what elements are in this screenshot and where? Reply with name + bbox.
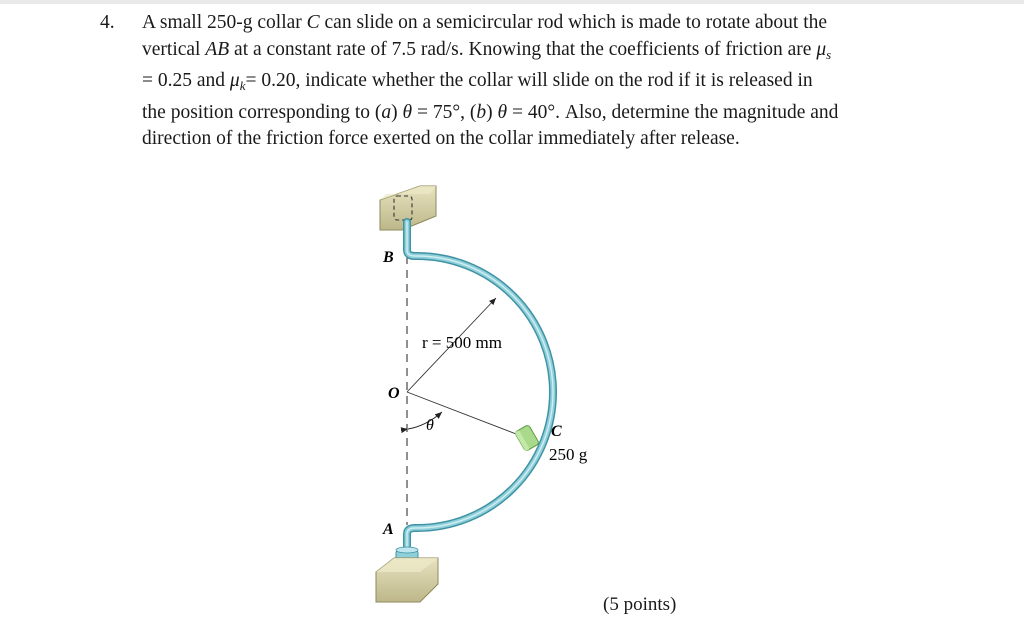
text-run: at a constant rate of 7.5 rad/s. Knowing… — [229, 38, 817, 60]
label-c: C — [551, 423, 562, 440]
label-b: B — [382, 249, 394, 266]
text-run: = 0.25 and — [142, 70, 230, 91]
text-run: the position corresponding to ( — [142, 101, 382, 123]
hidden-bearing — [393, 195, 413, 221]
problem-line-3: = 0.25 and μk= 0.20, indicate whether th… — [142, 68, 980, 100]
text-run: = 0.20, indicate whether the collar will… — [245, 70, 813, 91]
rotating-rod-figure: B O A r = 500 mm θ C 250 g — [350, 180, 650, 620]
label-a: A — [382, 521, 394, 538]
text-run: ) — [391, 101, 403, 123]
text-run-italic: a — [381, 101, 392, 123]
bottom-support — [375, 557, 439, 603]
text-run: direction of the friction force exerted … — [142, 128, 740, 149]
mu-symbol: μ — [816, 38, 827, 60]
text-run-italic: C — [306, 12, 320, 33]
text-run-italic: AB — [205, 38, 230, 60]
text-run: = 75°, ( — [412, 101, 477, 123]
collar-c — [515, 425, 539, 451]
problem-line-2: vertical AB at a constant rate of 7.5 ra… — [142, 37, 980, 69]
mass-label: 250 g — [549, 445, 588, 464]
text-run: vertical — [142, 38, 206, 60]
label-theta: θ — [426, 417, 434, 434]
top-divider — [0, 0, 1024, 4]
text-run: ) — [486, 101, 498, 123]
label-o: O — [388, 385, 400, 402]
problem-line-1: A small 250-g collar C can slide on a se… — [142, 10, 980, 37]
theta-symbol: θ — [497, 101, 508, 123]
radius-line — [406, 297, 497, 393]
points-label: (5 points) — [603, 594, 677, 615]
problem-line-4: the position corresponding to (a) θ = 75… — [142, 100, 980, 127]
top-support — [379, 185, 437, 231]
text-run-italic: b — [476, 101, 487, 123]
text-run: A small 250-g collar — [142, 12, 307, 33]
figure-svg: B O A r = 500 mm θ C 250 g — [375, 185, 588, 603]
mu-symbol: μ — [229, 70, 240, 91]
subscript: s — [826, 46, 832, 62]
theta-symbol: θ — [402, 101, 413, 123]
problem-text: A small 250-g collar C can slide on a se… — [142, 10, 980, 153]
subscript: k — [239, 78, 246, 93]
semicircular-rod — [403, 218, 557, 564]
problem-number: 4. — [100, 12, 115, 33]
text-run: can slide on a semicircular rod which is… — [319, 12, 828, 33]
radius-label: r = 500 mm — [422, 333, 502, 352]
oc-line — [406, 391, 525, 438]
problem-line-5: direction of the friction force exerted … — [142, 126, 980, 153]
theta-arc — [400, 411, 443, 434]
text-run: = 40°. Also, determine the magnitude and — [507, 101, 839, 123]
